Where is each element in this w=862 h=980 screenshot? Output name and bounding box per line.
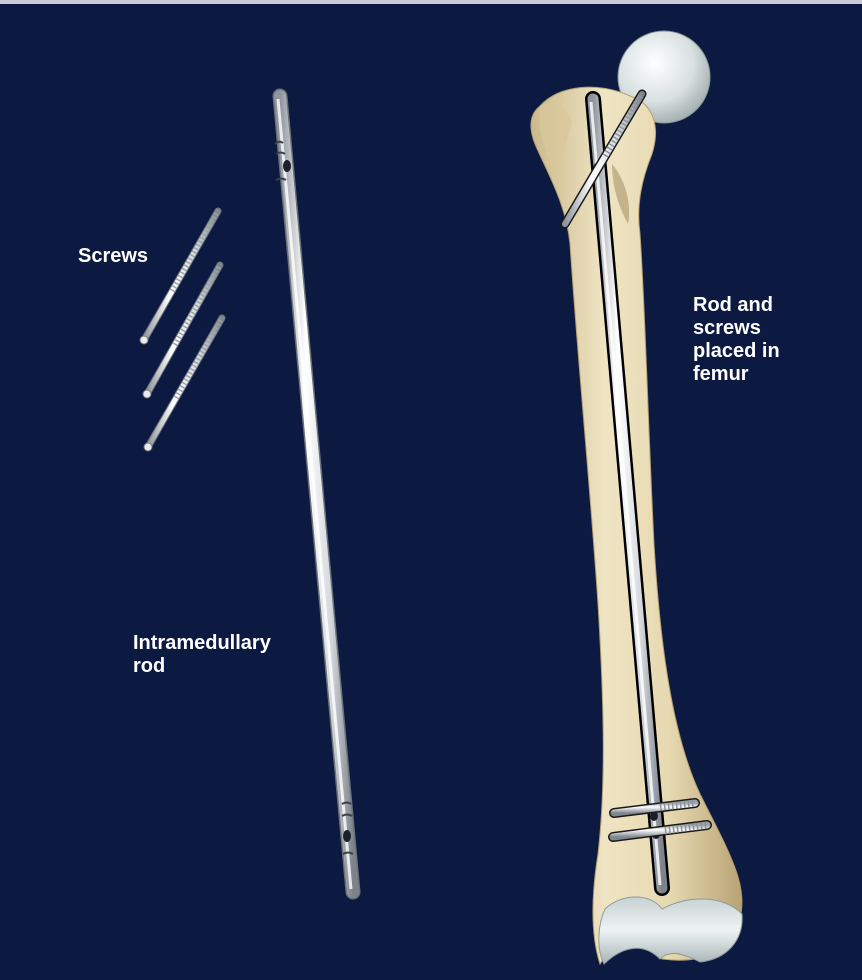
illustration	[0, 4, 862, 980]
loose-screws	[140, 211, 222, 451]
femur	[531, 31, 742, 964]
intramedullary-rod	[275, 96, 353, 892]
rod-and-screws-in-femur-label: Rod and screws placed in femur	[693, 294, 780, 386]
screw-1	[140, 211, 218, 344]
intramedullary-rod-label: Intramedullary rod	[133, 632, 271, 678]
screws-label: Screws	[78, 245, 148, 268]
screw-2	[143, 265, 220, 398]
